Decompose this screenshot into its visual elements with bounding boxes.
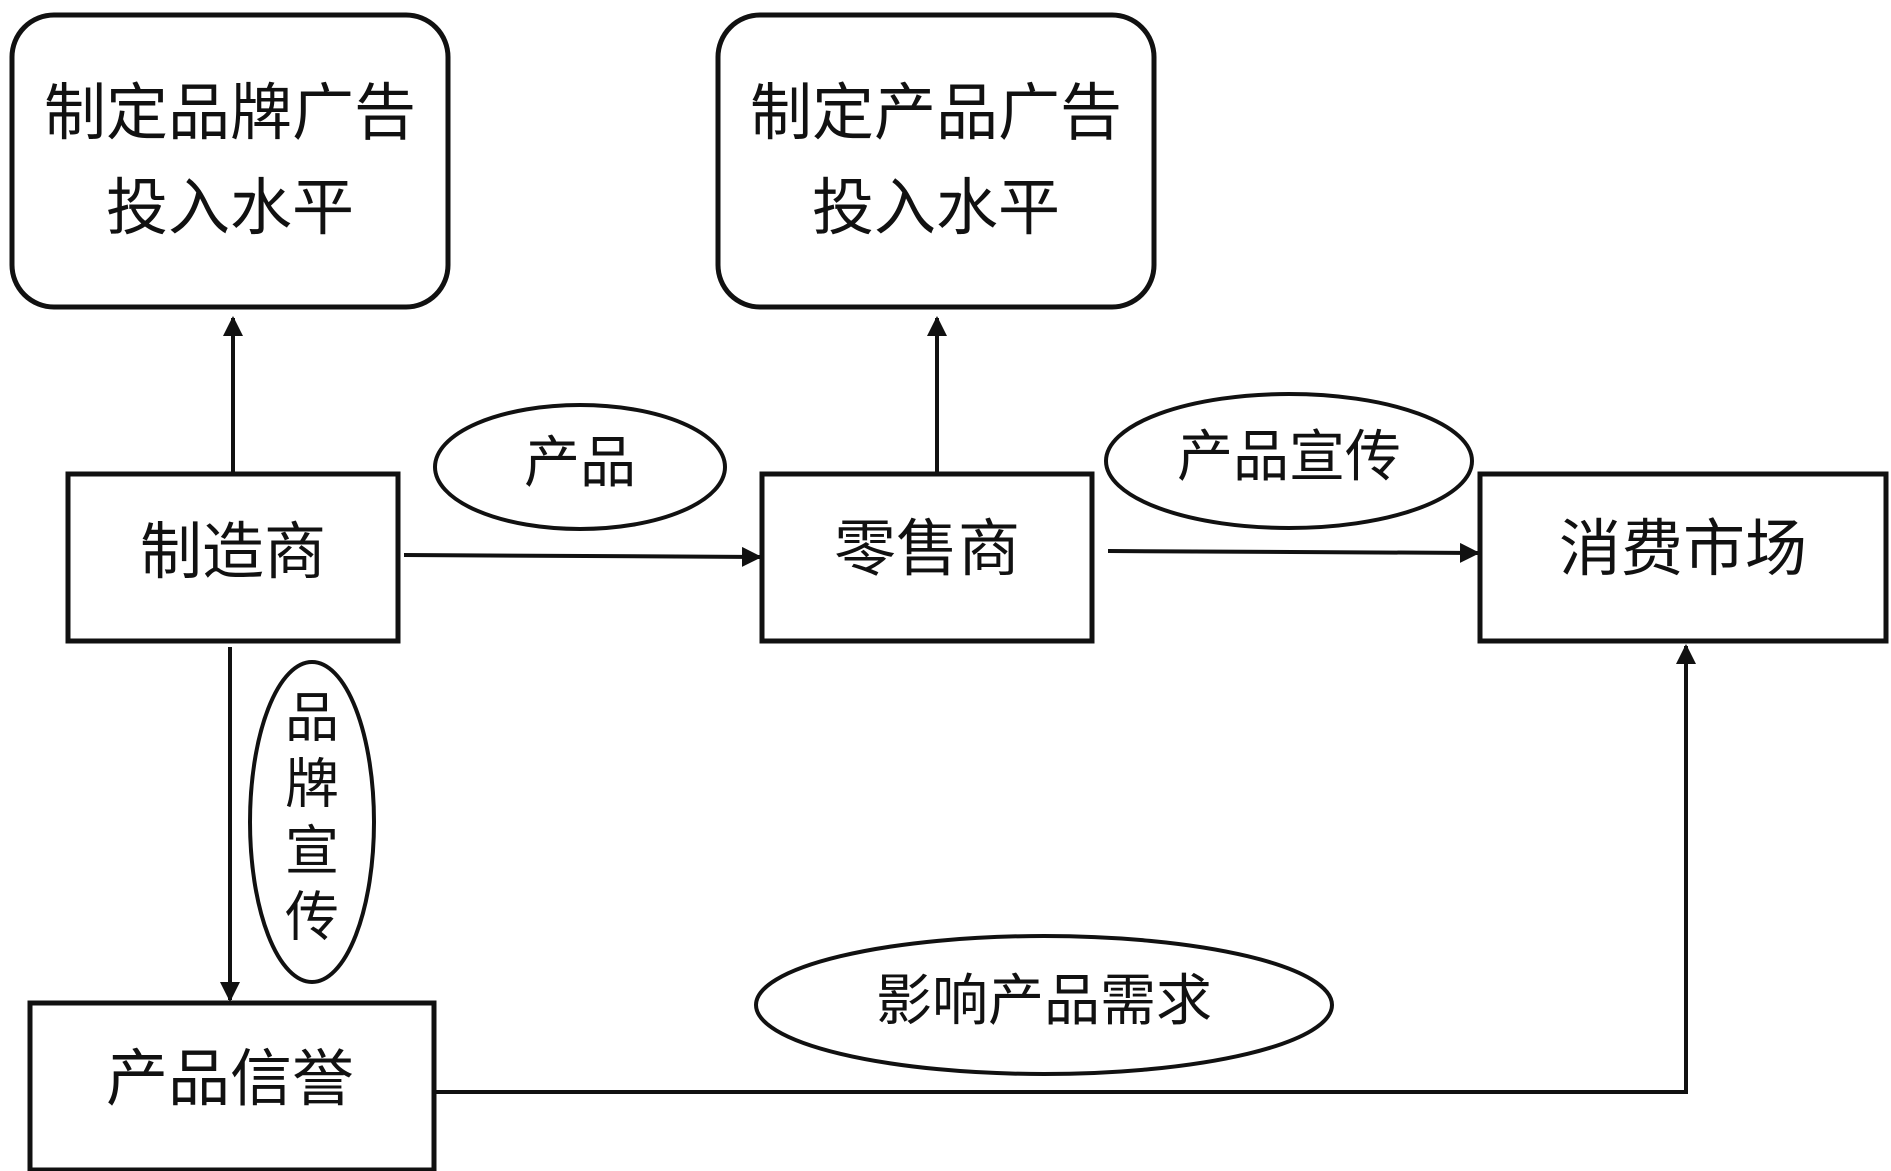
affect-demand-edge-ellipse: [754, 934, 1334, 1076]
product-edge-ellipse: [433, 403, 727, 531]
manufacturer-box: [65, 471, 401, 644]
brand-ad-level-box: [9, 12, 451, 310]
retailer-box: [759, 471, 1095, 644]
consumer-market-box: [1477, 471, 1889, 644]
product-ad-level-line-2: 投入水平: [812, 171, 1060, 244]
brand-promotion-edge-ellipse: [248, 660, 376, 984]
retailer-label: 零售商: [834, 512, 1020, 585]
product-promotion-edge-label: 产品宣传: [1177, 425, 1401, 490]
brand-ad-level-line-1: 制定品牌广告: [44, 76, 416, 149]
manufacturer-label: 制造商: [140, 515, 326, 588]
product-ad-level-line-1: 制定产品广告: [750, 76, 1122, 149]
product-promotion-edge-ellipse: [1104, 392, 1474, 530]
product-ad-level-box: [715, 12, 1157, 310]
product-reputation-box: [27, 1000, 437, 1171]
brand-ad-level-line-2: 投入水平: [106, 171, 354, 244]
brand-promotion-char-4: 传: [285, 886, 339, 949]
affect-demand-edge-label: 影响产品需求: [876, 969, 1212, 1034]
reputation-to-consumer-market-arrow: [434, 644, 1696, 1094]
retailer-to-consumer-market-arrow: [1107, 542, 1480, 563]
manufacturer-to-retailer-arrow: [403, 546, 762, 567]
brand-promotion-char-2: 牌: [285, 753, 339, 816]
product-edge-label: 产品: [524, 431, 636, 496]
brand-promotion-char-3: 宣: [285, 820, 339, 883]
brand-promotion-char-1: 品: [285, 687, 339, 750]
consumer-market-label: 消费市场: [1559, 512, 1807, 585]
product-reputation-label: 产品信誉: [106, 1042, 354, 1115]
